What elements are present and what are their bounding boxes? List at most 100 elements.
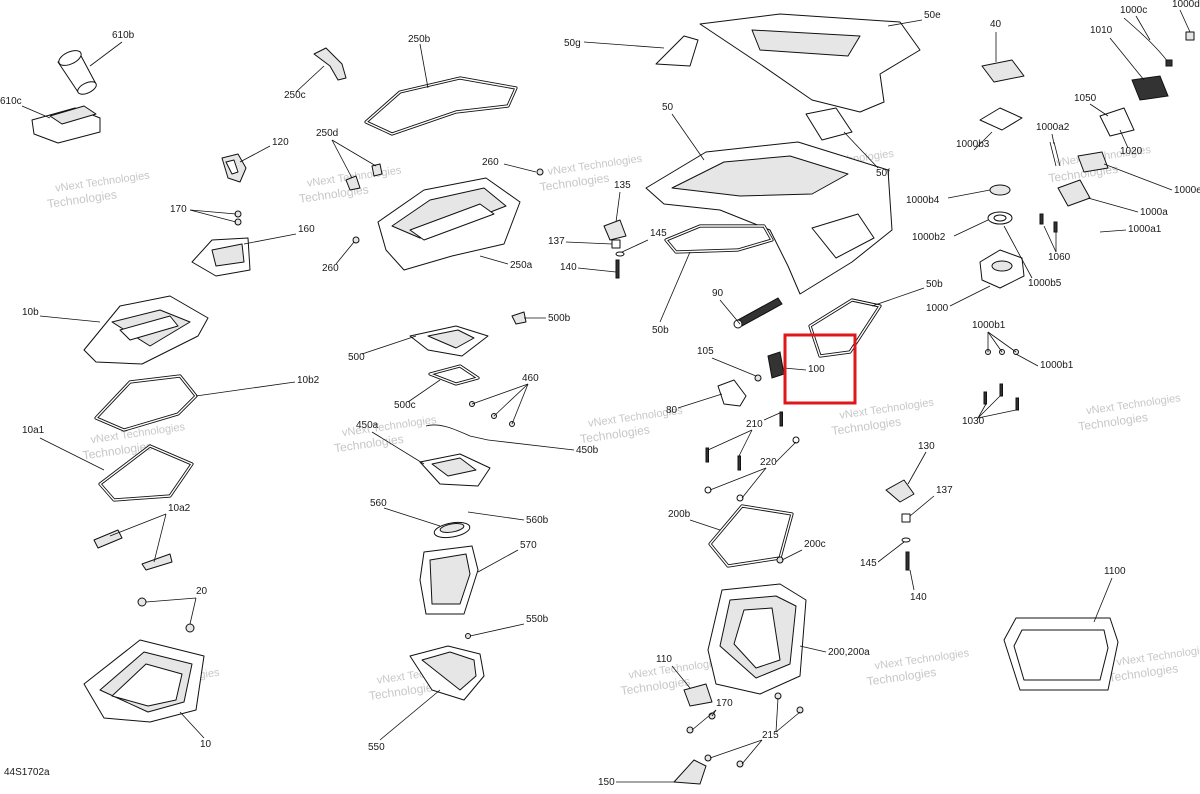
callout-label-50b1: 50b: [652, 325, 669, 336]
leader-line-100: [783, 367, 807, 371]
leader-line-50b1: [659, 251, 691, 323]
callout-label-500: 500: [348, 352, 365, 363]
callout-label-200: 200,200a: [828, 647, 870, 658]
leader-line-1000b2: [953, 219, 989, 237]
leader-line-610c: [21, 105, 51, 119]
part-bracket-120: [221, 153, 247, 183]
leader-line-50: [671, 113, 705, 161]
leader-line-260b: [335, 241, 355, 265]
leader-line-1000c: [1135, 15, 1151, 41]
part-cap-560: [433, 521, 471, 539]
callout-label-1000a1: 1000a1: [1128, 224, 1162, 235]
part-gasket-10a1: [98, 444, 194, 502]
part-screw-260: [352, 168, 544, 244]
leader-line-500c: [407, 379, 441, 403]
callout-label-105: 105: [697, 346, 714, 357]
leader-line-220: [775, 441, 797, 463]
leader-line-200c: [781, 549, 803, 561]
highlight-box-part-100: [783, 333, 857, 405]
leader-line-1000a: [1087, 197, 1139, 213]
part-strut-90: [733, 297, 783, 329]
callout-label-610c: 610c: [0, 96, 22, 107]
callout-label-1050: 1050: [1074, 93, 1097, 104]
document-code: 44S1702a: [4, 767, 50, 778]
callout-label-10: 10: [200, 739, 212, 750]
callout-label-137b: 137: [936, 485, 953, 496]
callout-label-1000a: 1000a: [1140, 207, 1168, 218]
leader-line-1050: [1089, 103, 1109, 117]
callout-label-1030: 1030: [962, 416, 985, 427]
callout-label-260a: 260: [482, 157, 499, 168]
leader-line-135: [615, 191, 621, 223]
part-cup-610b: [57, 50, 97, 95]
part-pins-1060: [1039, 213, 1058, 233]
leader-line-1000e: [1103, 163, 1173, 191]
part-bracket-80: [717, 379, 747, 407]
callout-label-160: 160: [298, 224, 315, 235]
part-bracket-150: [673, 759, 707, 785]
leader-line-1000a2: [1051, 133, 1055, 145]
callout-label-1000b4: 1000b4: [906, 195, 940, 206]
part-screw-550b: [465, 633, 471, 639]
leader-line-215: [709, 739, 763, 759]
callout-label-135: 135: [614, 180, 631, 191]
callout-label-1010: 1010: [1090, 25, 1113, 36]
part-lid-610c: [31, 105, 101, 144]
leader-line-450b: [487, 439, 575, 451]
callout-label-145b: 145: [860, 558, 877, 569]
callout-label-550b: 550b: [526, 614, 549, 625]
part-clip-1000d: [1185, 31, 1195, 41]
callout-label-110: 110: [656, 654, 672, 665]
leader-line-50f: [843, 131, 879, 169]
leader-line-1000a1: [1099, 229, 1127, 233]
callout-label-100: 100: [808, 364, 825, 375]
leader-line-570: [477, 549, 519, 573]
leader-line-10b2: [195, 381, 296, 397]
leader-line-1030: [977, 403, 987, 419]
callout-label-10b: 10b: [22, 307, 39, 318]
callout-label-140a: 140: [560, 262, 577, 273]
part-tray-10: [83, 639, 205, 723]
part-screw-105: [754, 374, 762, 382]
leader-line-140b: [909, 569, 915, 591]
leader-line-137b: [909, 495, 935, 517]
part-bin-200: [707, 583, 807, 695]
part-tabs-250d: [345, 163, 383, 191]
callout-label-90: 90: [712, 288, 724, 299]
part-gasket-250b: [364, 76, 518, 136]
leader-line-1000b3: [973, 131, 993, 151]
callout-label-1000a2: 1000a2: [1036, 122, 1070, 133]
leader-line-210: [707, 429, 753, 451]
leader-line-1060: [1043, 225, 1057, 253]
leader-line-560b: [467, 511, 525, 521]
part-washers-220: [704, 436, 800, 502]
callout-label-1000b5: 1000b5: [1028, 278, 1062, 289]
callout-label-137a: 137: [548, 236, 565, 247]
callout-label-610b: 610b: [112, 30, 135, 41]
callout-label-80: 80: [666, 405, 678, 416]
leader-line-550b: [469, 623, 525, 637]
part-washer-145a: [615, 251, 625, 257]
part-clips-20: [137, 597, 195, 633]
callout-label-1000b2: 1000b2: [912, 232, 946, 243]
leader-line-450a: [371, 431, 425, 465]
callout-label-1000d: 1000d: [1172, 0, 1200, 10]
leader-line-215: [741, 739, 763, 765]
part-screws-170: [234, 210, 242, 226]
callout-label-215: 215: [762, 730, 779, 741]
leader-line-250a: [479, 255, 509, 265]
callout-label-1060: 1060: [1048, 252, 1071, 263]
leader-line-120: [239, 145, 271, 163]
part-panel-50e: [699, 13, 921, 113]
callout-label-210: 210: [746, 419, 763, 430]
part-bracket-110: [683, 683, 713, 707]
part-box-570: [419, 545, 479, 615]
leader-line-1100: [1093, 577, 1113, 623]
leader-line-105: [711, 357, 757, 377]
leader-line-250c: [295, 65, 325, 93]
leader-line-1000b1b: [1015, 353, 1039, 367]
leader-line-500: [361, 335, 417, 355]
leader-line-10a2: [109, 513, 167, 537]
leader-line-10: [179, 711, 205, 739]
